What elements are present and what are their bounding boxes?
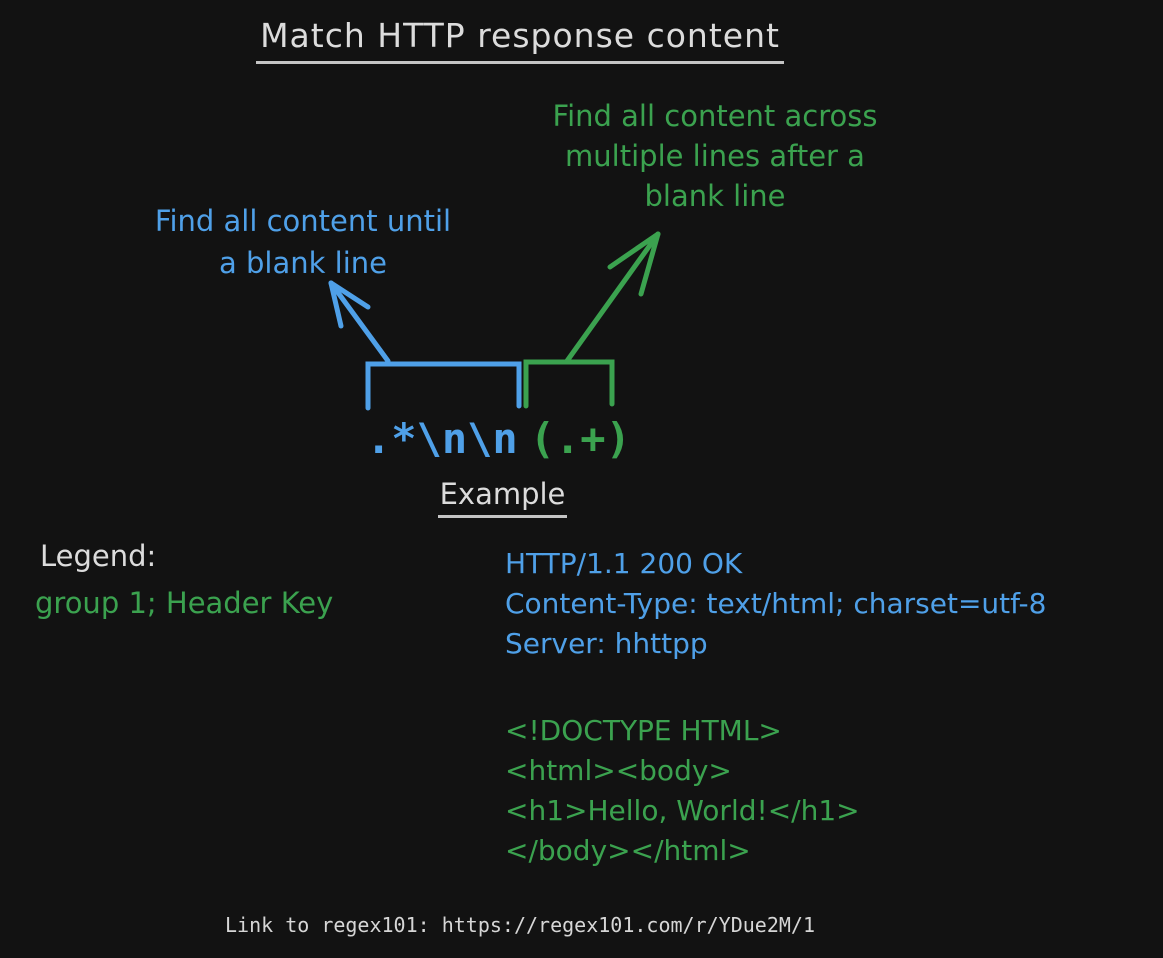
example-heading-text: Example [437,477,568,518]
http-headers-block: HTTP/1.1 200 OK Content-Type: text/html;… [505,544,1046,664]
green-annotation-line: blank line [644,179,786,213]
html-body-line: </body></html> [505,834,751,867]
http-header-line: Server: hhttpp [505,627,708,660]
blue-bracket [365,361,522,411]
green-annotation: Find all content across multiple lines a… [510,96,920,216]
green-bracket [523,359,615,409]
html-body-line: <h1>Hello, World!</h1> [505,794,860,827]
html-body-line: <!DOCTYPE HTML> [505,714,782,747]
http-header-line: Content-Type: text/html; charset=utf-8 [505,587,1047,620]
green-arrow [564,231,661,364]
green-annotation-line: Find all content across [552,99,878,133]
page-title: Match HTTP response content [240,16,800,64]
green-annotation-line: multiple lines after a [565,139,865,173]
regex-body-part: (.+) [529,414,631,463]
example-heading: Example [400,477,605,518]
blue-annotation: Find all content until a blank line [108,200,498,284]
html-body-line: <html><body> [505,754,732,787]
regex-headers-part: .*\n\n [366,414,518,463]
blue-annotation-line: Find all content until [154,204,452,238]
footer-link[interactable]: Link to regex101: https://regex101.com/r… [224,913,815,937]
legend-heading: Legend: [40,539,157,573]
http-header-line: HTTP/1.1 200 OK [505,547,743,580]
page-title-text: Match HTTP response content [256,16,784,64]
regex-expression: .*\n\n(.+) [366,414,631,463]
blue-arrow [328,280,391,364]
blue-annotation-line: a blank line [219,246,387,280]
legend-entry-group1: group 1; Header Key [35,586,334,620]
html-body-block: <!DOCTYPE HTML> <html><body> <h1>Hello, … [505,711,860,871]
